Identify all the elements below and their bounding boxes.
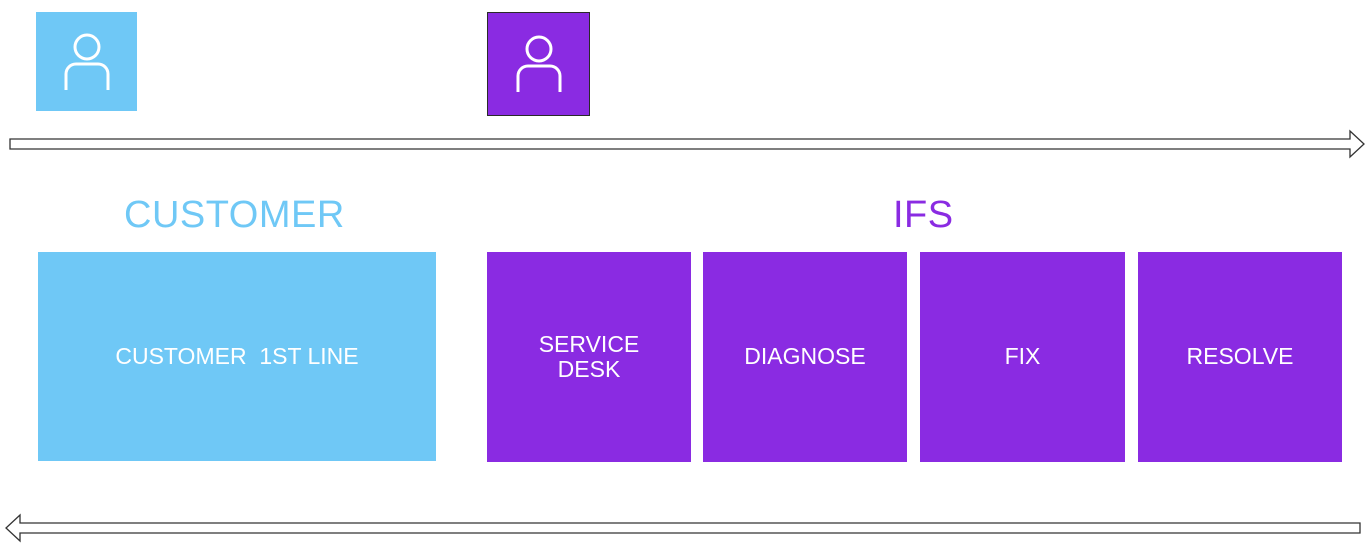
resolve-label: RESOLVE [1186,343,1294,370]
service-desk-step: SERVICE DESK [487,252,691,462]
diagnose-label: DIAGNOSE [744,343,866,370]
fix-step: FIX [920,252,1125,462]
diagnose-step: DIAGNOSE [703,252,907,462]
resolve-step: RESOLVE [1138,252,1342,462]
user-icon [64,33,109,90]
user-icon [516,35,561,92]
customer-section-label: CUSTOMER [124,194,345,236]
right-arrow-icon [9,129,1365,159]
left-arrow-icon [5,513,1361,543]
customer-avatar [36,12,137,111]
customer-first-line-box: CUSTOMER 1ST LINE [38,252,436,461]
ifs-avatar [487,12,590,116]
service-desk-label: SERVICE DESK [538,330,640,382]
customer-first-line-label: CUSTOMER 1ST LINE [115,342,359,369]
ifs-section-label: IFS [893,194,954,236]
fix-label: FIX [1004,343,1041,370]
